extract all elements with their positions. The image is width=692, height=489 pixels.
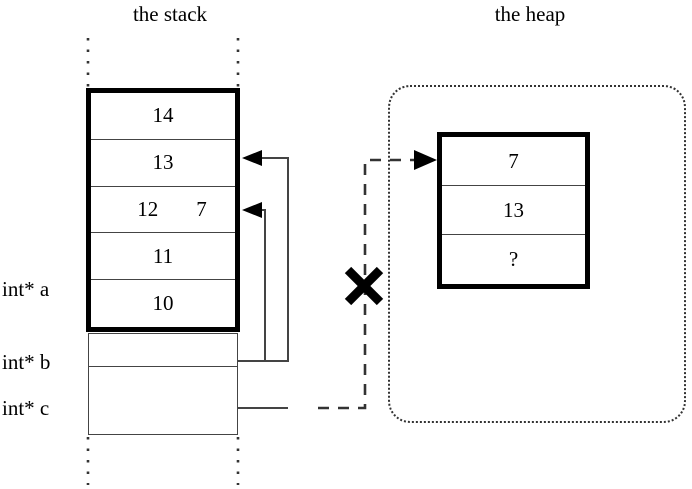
variable-label-c: int* c bbox=[2, 396, 50, 420]
stack-cell-1-value: 13 bbox=[152, 150, 174, 175]
stack-locals-block bbox=[88, 333, 238, 435]
stack-array-block: 14 13 12 7 11 10 bbox=[86, 88, 240, 332]
heap-cell-1-value: 13 bbox=[503, 197, 524, 222]
heap-region-boundary bbox=[388, 85, 686, 423]
stack-title: the stack bbox=[132, 2, 208, 26]
heap-title: the heap bbox=[494, 2, 566, 26]
heap-cell-0-value: 7 bbox=[508, 148, 519, 173]
stack-cell-1: 13 bbox=[91, 140, 235, 187]
stack-cell-3: 11 bbox=[91, 233, 235, 281]
stack-cell-0-value: 14 bbox=[152, 103, 174, 128]
stack-local-cell-c bbox=[89, 367, 237, 400]
pointer-seven-arrowhead bbox=[242, 202, 262, 218]
heap-cell-2-value: ? bbox=[508, 247, 519, 271]
invalid-pointer-x-mark bbox=[344, 266, 384, 306]
pointer-b-arrowhead bbox=[242, 150, 262, 166]
stack-local-cell-b bbox=[89, 334, 237, 367]
stack-cell-4-value: 10 bbox=[152, 291, 174, 316]
stack-cell-3-value: 11 bbox=[152, 243, 174, 268]
stack-cell-2-old-value: 12 bbox=[137, 196, 159, 221]
heap-cell-0: 7 bbox=[442, 137, 585, 186]
variable-label-a: int* a bbox=[2, 277, 50, 301]
heap-cell-2: ? bbox=[442, 235, 585, 284]
stack-cell-4: 10 bbox=[91, 280, 235, 327]
variable-label-b: int* b bbox=[2, 350, 51, 374]
heap-cell-1: 13 bbox=[442, 186, 585, 235]
heap-block: 7 13 ? bbox=[437, 132, 590, 289]
stack-cell-2: 12 7 bbox=[91, 187, 235, 234]
stack-cell-0: 14 bbox=[91, 93, 235, 140]
stack-cell-2-new-value: 7 bbox=[196, 196, 207, 221]
